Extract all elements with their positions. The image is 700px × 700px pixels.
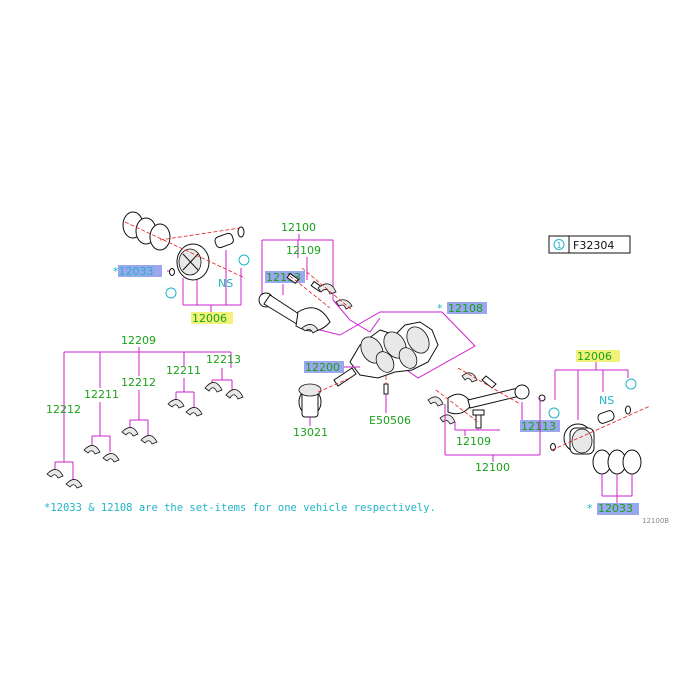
part-12113-lower: 12113 xyxy=(521,420,556,433)
connecting-rod-lower xyxy=(447,375,530,415)
part-12212-right: 12212 xyxy=(121,376,156,389)
circled-one-icon xyxy=(165,287,177,299)
connecting-rod-upper xyxy=(258,272,331,332)
figure-id-partial: 12100B xyxy=(642,517,669,525)
piston-right xyxy=(563,423,595,455)
part-e50506: E50506 xyxy=(369,414,411,427)
reference-code: F32304 xyxy=(573,239,614,252)
highlight-12006-right xyxy=(576,350,620,362)
circled-one-icon xyxy=(553,239,565,250)
highlight-12006-left xyxy=(191,312,233,324)
svg-text:1: 1 xyxy=(556,241,561,250)
part-12100-upper: 12100 xyxy=(281,221,316,234)
circled-one-icon xyxy=(548,407,560,419)
conrod-group-lower: 12113 12109 12100 xyxy=(427,367,560,474)
part-12100-lower: 12100 xyxy=(475,461,510,474)
crankshaft-group: * 12108 12200 13021 xyxy=(293,302,487,439)
highlight-12200 xyxy=(304,361,344,373)
part-12006-left: 12006 xyxy=(192,312,227,325)
crank-sprocket xyxy=(298,383,322,418)
part-12212-left: 12212 xyxy=(46,403,81,416)
part-12033-left: *12033 xyxy=(113,265,154,278)
conrod-group-upper: 12100 12109 12113 xyxy=(258,221,381,334)
part-12109-upper: 12109 xyxy=(286,244,321,257)
piston-group-right: 12006 NS * 12033 xyxy=(548,350,651,515)
highlight-12108 xyxy=(447,302,487,314)
piston-rings-right xyxy=(592,449,642,475)
piston-left xyxy=(176,243,210,281)
highlight-12033-right xyxy=(597,503,639,515)
part-12109-lower: 12109 xyxy=(456,435,491,448)
svg-text:*: * xyxy=(437,302,443,315)
ns-label-right: NS xyxy=(599,394,614,407)
part-12211-right: 12211 xyxy=(166,364,201,377)
highlight-12033-left xyxy=(118,265,162,277)
circled-one-icon xyxy=(238,254,250,266)
svg-text:*: * xyxy=(587,502,593,515)
part-12209: 12209 xyxy=(121,334,156,347)
circled-one-icon xyxy=(625,378,637,390)
part-12200: 12200 xyxy=(305,361,340,374)
ns-label-left: NS xyxy=(218,277,233,290)
part-12006-right: 12006 xyxy=(577,350,612,363)
piston-pin-right xyxy=(597,410,615,424)
piston-group-left: *12033 NS 12006 xyxy=(113,211,250,325)
bolt-e50506 xyxy=(383,376,389,395)
reference-box: 1 F32304 xyxy=(548,235,631,254)
piston-pin-left xyxy=(169,226,245,276)
bearing-group: 12209 12213 12211 12212 12211 12212 xyxy=(46,334,244,489)
part-12213: 12213 xyxy=(206,353,241,366)
piston-rings-left xyxy=(122,211,171,251)
part-13021: 13021 xyxy=(293,426,328,439)
part-12108: 12108 xyxy=(448,302,483,315)
crankshaft xyxy=(333,321,439,387)
part-12211-left: 12211 xyxy=(84,388,119,401)
part-12033-right: 12033 xyxy=(598,502,633,515)
set-items-footnote: *12033 & 12108 are the set-items for one… xyxy=(44,502,436,514)
